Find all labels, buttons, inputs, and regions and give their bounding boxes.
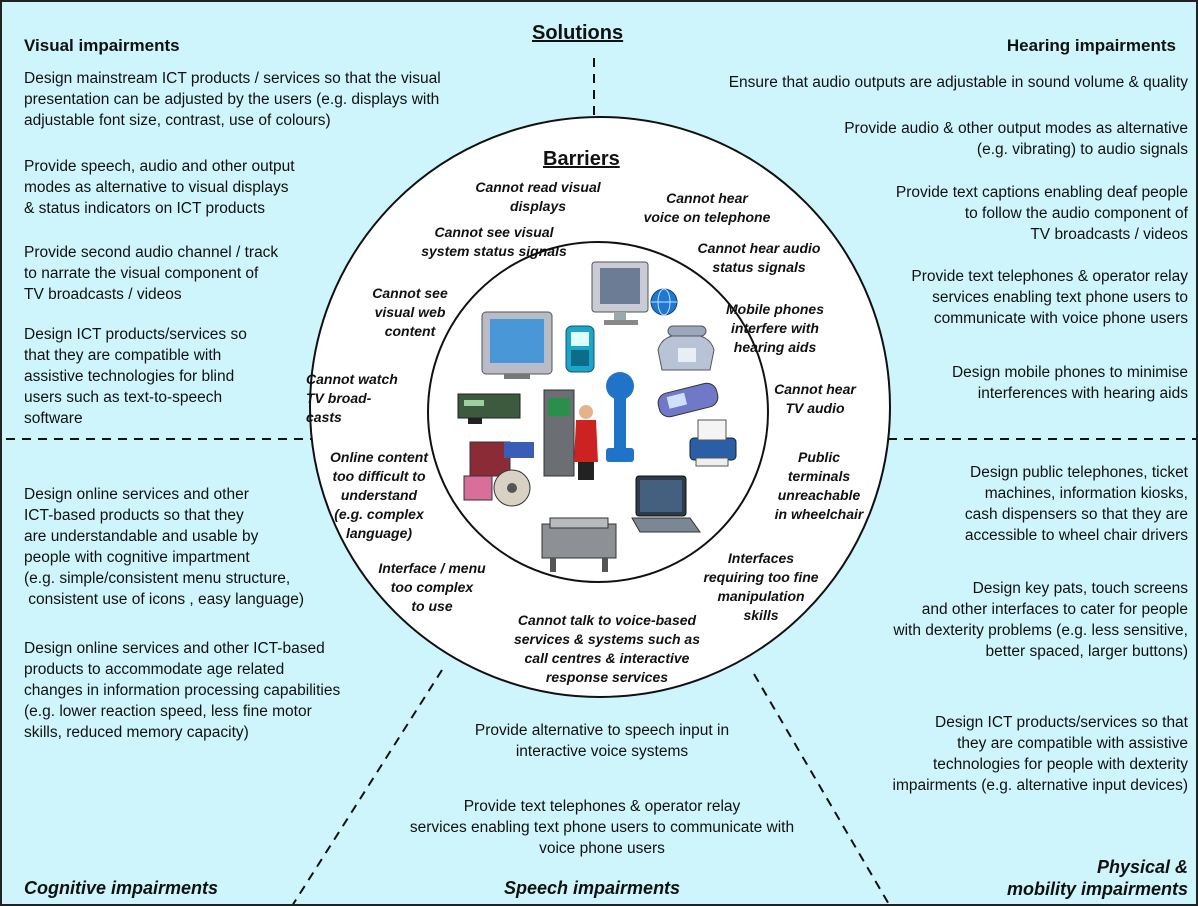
category-visual: Visual impairments	[24, 36, 180, 55]
speech-solution-2: Provide text telephones & operator relay…	[409, 798, 795, 857]
barrier-hear-audio-status: Cannot hear audio status signals	[697, 240, 821, 275]
film-reel-icon	[463, 441, 534, 507]
category-cognitive: Cognitive impairments	[24, 878, 219, 898]
solutions-title: Solutions	[532, 22, 624, 44]
pda-icon	[565, 325, 595, 373]
barrier-read-visual-displays: Cannot read visual displays	[475, 179, 601, 214]
hearing-solution-4: Provide text telephones & operator relay…	[911, 268, 1188, 327]
television-icon	[481, 311, 553, 379]
cognitive-solution-2: Design online services and other ICT-bas…	[24, 640, 341, 741]
category-physical-line2: mobility impairments	[1006, 879, 1188, 899]
barrier-hear-tv-audio: Cannot hear TV audio	[774, 381, 856, 416]
barrier-interface-too-complex: Interface / menu too complex to use	[378, 560, 486, 614]
barriers-title: Barriers	[543, 148, 620, 170]
barrier-see-web-content: Cannot see visual web content	[372, 285, 448, 339]
desk-telephone-icon	[657, 325, 715, 371]
barrier-see-status-signals: Cannot see visual system status signals	[421, 224, 567, 259]
monitor-icon	[591, 261, 649, 325]
barrier-fine-manipulation: Interfaces requiring too fine manipulati…	[703, 550, 819, 623]
barrier-mobile-hearing-aids: Mobile phones interfere with hearing aid…	[726, 301, 824, 355]
barrier-hear-voice-telephone: Cannot hear voice on telephone	[643, 190, 771, 225]
globe-icon	[650, 288, 678, 316]
set-top-box-icon	[457, 393, 521, 424]
barrier-online-content-difficult: Online content too difficult to understa…	[330, 449, 428, 541]
kiosk-machine-icon	[541, 517, 617, 572]
disability-symbol-icon	[606, 372, 634, 462]
barrier-watch-tv: Cannot watch TV broad- casts	[306, 371, 398, 425]
divider-bottom-right	[753, 673, 890, 904]
category-hearing: Hearing impairments	[1006, 36, 1176, 55]
category-speech: Speech impairments	[504, 878, 681, 898]
atm-user-icon	[543, 389, 598, 480]
barrier-voice-based-services: Cannot talk to voice-based services & sy…	[513, 612, 700, 685]
hearing-solution-2: Provide audio & other output modes as al…	[844, 120, 1188, 158]
printer-icon	[689, 419, 737, 467]
mobile-phone-icon	[657, 382, 719, 418]
hearing-solution-3: Provide text captions enabling deaf peop…	[895, 184, 1188, 243]
barrier-terminals-wheelchair: Public terminals unreachable in wheelcha…	[774, 449, 864, 522]
category-physical: Physical & mobility impairments	[1007, 856, 1188, 900]
hearing-solution-1: Ensure that audio outputs are adjustable…	[728, 74, 1188, 91]
visual-solution-1: Design mainstream ICT products / service…	[24, 70, 441, 129]
laptop-icon	[631, 475, 701, 533]
category-physical-line1: Physical &	[1096, 857, 1188, 877]
